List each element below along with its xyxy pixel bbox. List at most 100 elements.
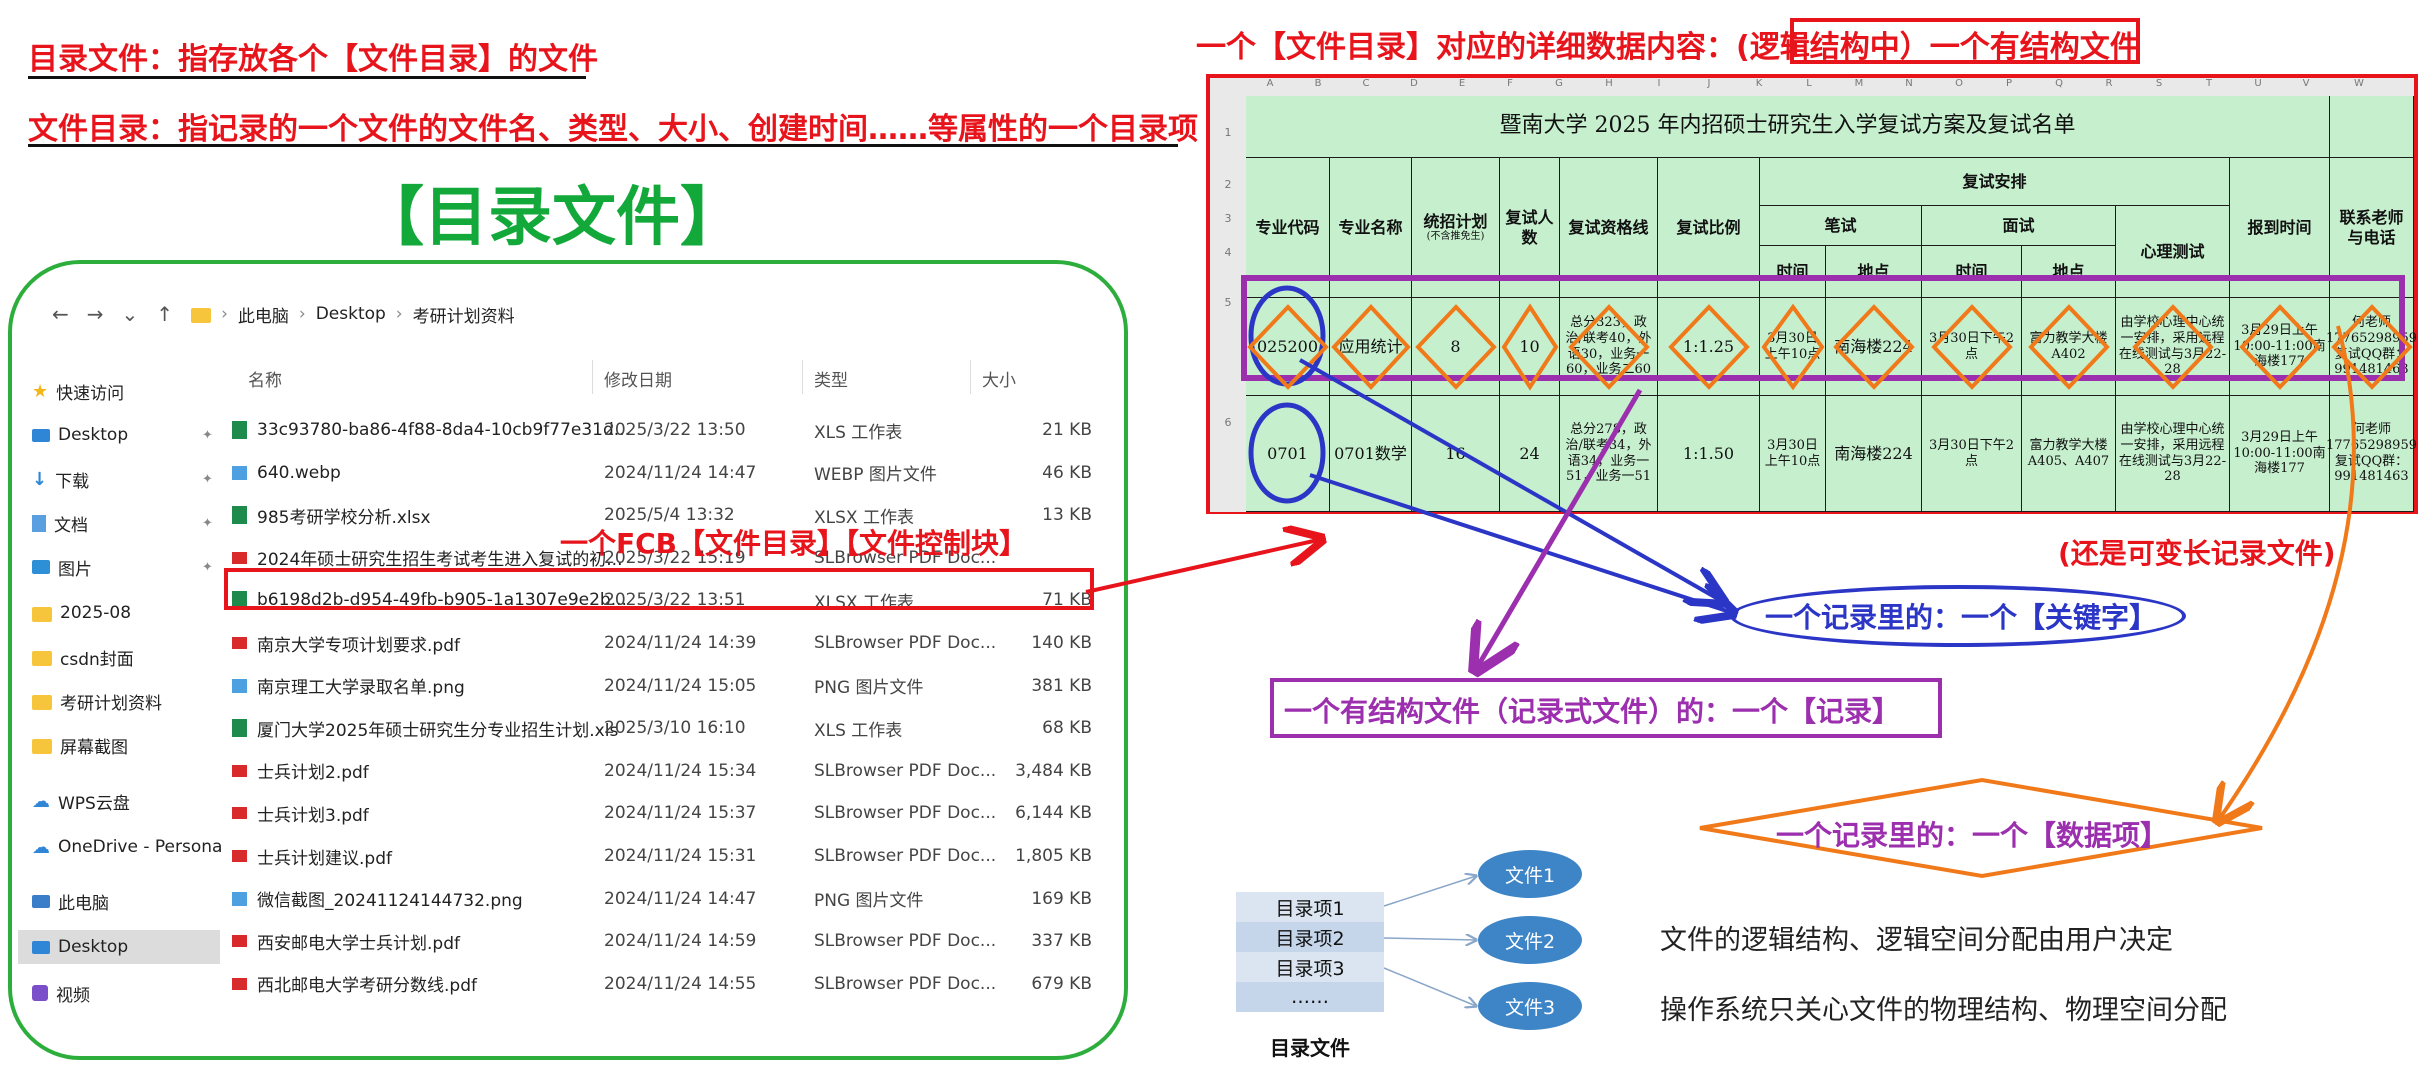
breadcrumb-item[interactable]: 考研计划资料 <box>412 306 515 327</box>
file-size: 1,805 KB <box>1015 846 1092 866</box>
file-name: 西北邮电大学考研分数线.pdf <box>257 976 477 997</box>
navigation-bar: ← → ⌄ ↑ › 此电脑 › Desktop › 考研计划资料 <box>52 294 515 334</box>
column-letter: C <box>1362 78 1370 89</box>
sidebar-item[interactable]: 文档✦ <box>32 506 213 540</box>
sidebar-item-label: 视频 <box>56 985 90 1006</box>
data-item-diamond <box>1568 304 1650 390</box>
file-date: 2025/3/22 13:51 <box>604 590 746 611</box>
column-letter: U <box>2254 78 2262 89</box>
sidebar-item[interactable]: Desktop <box>18 930 220 964</box>
column-letter: G <box>1555 78 1563 89</box>
sidebar-item[interactable]: 考研计划资料 <box>32 684 162 718</box>
sidebar-item[interactable]: ☁OneDrive - Persona <box>32 830 222 864</box>
file-date: 2024/11/24 15:37 <box>604 803 757 824</box>
column-letter: P <box>2005 78 2013 89</box>
breadcrumb[interactable]: › 此电脑 › Desktop › 考研计划资料 <box>191 302 515 327</box>
up-arrow-icon[interactable]: ↑ <box>156 302 174 326</box>
column-letter: J <box>1707 78 1711 89</box>
data-item-diamond <box>1761 303 1825 391</box>
spreadsheet-file-icon <box>232 591 247 610</box>
record-cell: 3月30日下午2点 <box>1922 396 2022 512</box>
data-item-diamond <box>1931 304 2013 390</box>
header-cell: 心理测试 <box>2116 206 2230 298</box>
file-type: PNG 图片文件 <box>814 678 924 699</box>
file-node-1: 文件1 <box>1478 850 1582 898</box>
column-header-size[interactable]: 大小 <box>982 371 1016 391</box>
header-cell: 专业代码 <box>1246 158 1330 298</box>
file-size: 6,144 KB <box>1015 803 1092 824</box>
desktop-icon <box>32 940 50 954</box>
data-item-diamond <box>1668 304 1750 390</box>
sidebar-item-label: 图片 <box>58 559 92 580</box>
sidebar-item[interactable]: ☁WPS云盘 <box>32 784 130 818</box>
breadcrumb-item[interactable]: 此电脑 <box>237 306 289 327</box>
header-note: (不含推免生) <box>1426 231 1485 243</box>
directory-entry-2: 目录项2 <box>1236 922 1384 952</box>
breadcrumb-item[interactable]: Desktop <box>315 304 386 324</box>
sidebar-item[interactable]: 2025-08 <box>32 596 131 630</box>
video-icon <box>32 985 48 1001</box>
file-node-3: 文件3 <box>1478 982 1582 1030</box>
sidebar-item[interactable]: csdn封面 <box>32 640 134 674</box>
sidebar-item[interactable]: ↓下载✦ <box>32 462 213 496</box>
row-number: 4 <box>1224 246 1232 259</box>
header-cell: 复试比例 <box>1658 158 1760 298</box>
sidebar-item[interactable]: Desktop✦ <box>32 418 213 452</box>
sidebar-item[interactable]: 此电脑 <box>32 884 109 918</box>
data-item-label: 一个记录里的：一个【数据项】 <box>1776 819 2169 852</box>
chevron-down-icon[interactable]: ⌄ <box>121 302 139 326</box>
record-cell: 0701 <box>1246 396 1330 512</box>
file-row[interactable]: 33c93780-ba86-4f88-8da4-10cb9f77e31d...2… <box>228 410 1098 450</box>
record-label: 一个有结构文件（记录式文件）的：一个【记录】 <box>1284 695 1901 728</box>
folder-icon <box>32 738 52 754</box>
file-date: 2024/11/24 15:34 <box>604 760 757 781</box>
data-item-diamonds <box>1247 303 2413 391</box>
sidebar-item[interactable]: 图片✦ <box>32 550 213 584</box>
file-type: XLS 工作表 <box>814 720 903 741</box>
file-date: 2025/3/22 15:19 <box>604 547 746 568</box>
pdf-file-icon <box>232 850 247 862</box>
column-header-type[interactable]: 类型 <box>814 371 848 391</box>
column-header-date[interactable]: 修改日期 <box>604 371 672 391</box>
underline <box>28 76 586 79</box>
file-type: WEBP 图片文件 <box>814 465 937 486</box>
file-row[interactable]: 2024年硕士研究生招生考试考生进入复试的初...2025/3/22 15:19… <box>228 538 1098 578</box>
sidebar-item-label: csdn封面 <box>60 649 134 670</box>
file-date: 2025/5/4 13:32 <box>604 505 735 526</box>
file-row[interactable]: 士兵计划2.pdf 2024/11/24 15:34 SLBrowser PDF D… <box>228 751 1098 791</box>
sidebar-item[interactable]: 视频 <box>32 976 90 1010</box>
file-row[interactable]: b6198d2b-d954-49fb-b905-1a1307e9e2b...20… <box>228 580 1098 620</box>
column-letter: N <box>1905 78 1913 89</box>
sidebar-item-label: 此电脑 <box>58 893 109 914</box>
column-header-name[interactable]: 名称 <box>248 371 282 391</box>
sidebar-item[interactable]: ★快速访问 <box>32 374 124 408</box>
logical-structure-note: 文件的逻辑结构、逻辑空间分配由用户决定 <box>1660 925 2173 956</box>
keyword-label: 一个记录里的：一个【关键字】 <box>1764 601 2157 634</box>
record-cell: 24 <box>1500 396 1560 512</box>
sidebar-item[interactable]: 屏幕截图 <box>32 728 128 762</box>
sidebar-item-label: WPS云盘 <box>58 793 130 814</box>
row-number: 2 <box>1224 178 1232 191</box>
back-icon[interactable]: ← <box>52 302 69 326</box>
file-type: SLBrowser PDF Doc... <box>814 760 997 781</box>
sidebar-item-label: 2025-08 <box>60 603 132 623</box>
forward-icon[interactable]: → <box>86 302 104 326</box>
file-size: 679 KB <box>1031 973 1092 994</box>
key-oval-2 <box>1248 402 1326 504</box>
column-letter: A <box>1266 78 1274 89</box>
column-letter: B <box>1314 78 1322 89</box>
file-name: 士兵计划2.pdf <box>257 763 369 784</box>
file-size: 46 KB <box>1042 462 1092 483</box>
